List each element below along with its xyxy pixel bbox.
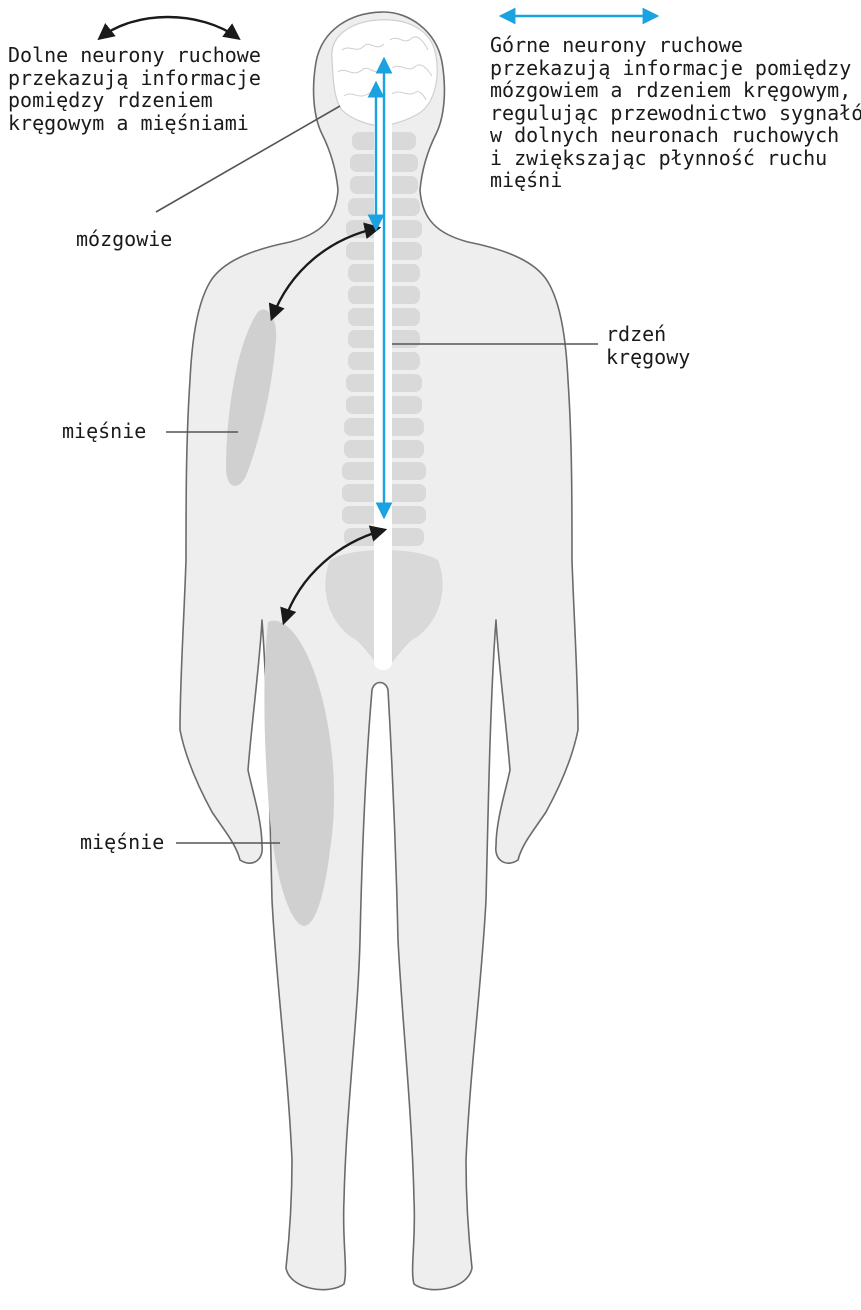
legend-upper-line: w dolnych neuronach ruchowych xyxy=(490,124,861,147)
legend-upper-line: i zwiększając płynność ruchu xyxy=(490,147,861,170)
legend-lower-line: przekazują informacje xyxy=(8,67,261,90)
label-spinal-cord-line: rdzeń xyxy=(606,323,690,346)
legend-lower-line: Dolne neurony ruchowe xyxy=(8,44,261,67)
legend-upper-line: mózgowiem a rdzeniem kręgowym, xyxy=(490,79,861,102)
legend-lower-line: kręgowym a mięśniami xyxy=(8,112,261,135)
upper-motor-neuron-legend: Górne neurony ruchowe przekazują informa… xyxy=(490,34,861,192)
label-spinal-cord: rdzeń kręgowy xyxy=(606,323,690,368)
legend-upper-line: przekazują informacje pomiędzy xyxy=(490,57,861,80)
label-muscle-arm: mięśnie xyxy=(62,420,146,443)
legend-upper-line: Górne neurony ruchowe xyxy=(490,34,861,57)
lower-motor-neuron-legend: Dolne neurony ruchowe przekazują informa… xyxy=(8,44,261,134)
label-spinal-cord-line: kręgowy xyxy=(606,346,690,369)
label-brain: mózgowie xyxy=(76,228,172,251)
legend-lower-line: pomiędzy rdzeniem xyxy=(8,89,261,112)
legend-upper-line: regulując przewodnictwo sygnałów xyxy=(490,102,861,125)
legend-upper-line: mięśni xyxy=(490,169,861,192)
label-muscle-thigh: mięśnie xyxy=(80,831,164,854)
lower-motor-neuron-legend-icon xyxy=(100,17,238,38)
